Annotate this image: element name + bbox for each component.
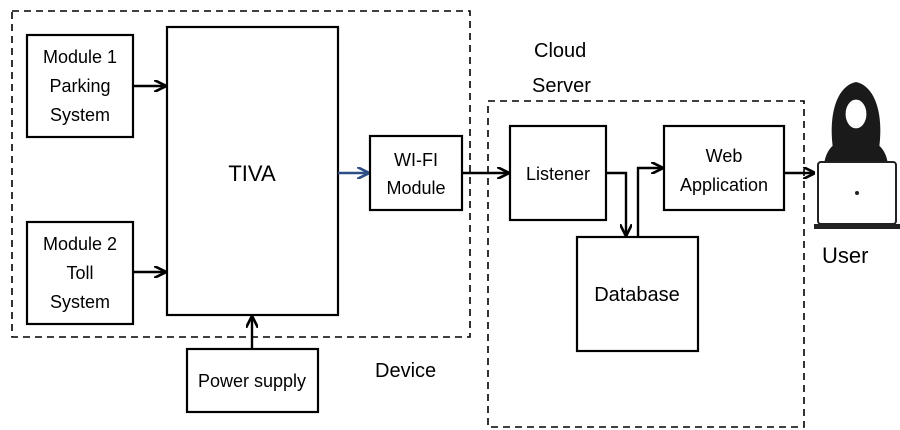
cloud-server-region — [487, 100, 805, 428]
user-label: User — [822, 243, 868, 268]
database-to-webapp-arrow — [636, 168, 662, 237]
module2-line3: System — [50, 292, 110, 312]
module1-line2: Parking — [49, 76, 110, 96]
module2-block: Module 2 Toll System — [25, 220, 135, 326]
cloud-label-line1: Cloud — [534, 40, 586, 62]
module1-line1: Module 1 — [43, 47, 117, 67]
cloud-label-line2: Server — [532, 75, 591, 97]
module1-block: Module 1 Parking System — [25, 33, 135, 139]
module2-line1: Module 2 — [43, 234, 117, 254]
tiva-label: TIVA — [228, 161, 276, 186]
database-label: Database — [594, 284, 680, 306]
wifi-line1: WI-FI — [394, 150, 438, 170]
tiva-block: TIVA — [165, 25, 340, 317]
web-app-line2: Application — [680, 175, 768, 195]
user-with-laptop-icon — [814, 82, 900, 229]
power-supply-block: Power supply — [185, 347, 320, 414]
power-supply-label: Power supply — [198, 371, 306, 391]
wifi-module-block: WI-FI Module — [368, 134, 464, 212]
web-application-block: Web Application — [662, 124, 786, 212]
module1-line3: System — [50, 105, 110, 125]
listener-to-database-arrow — [606, 171, 626, 235]
listener-label: Listener — [526, 164, 590, 184]
device-label: Device — [375, 360, 436, 382]
module2-line2: Toll — [66, 263, 93, 283]
database-block: Database — [575, 235, 700, 353]
wifi-line2: Module — [386, 178, 445, 198]
device-region — [11, 10, 471, 338]
web-app-line1: Web — [706, 146, 743, 166]
listener-block: Listener — [508, 124, 608, 222]
